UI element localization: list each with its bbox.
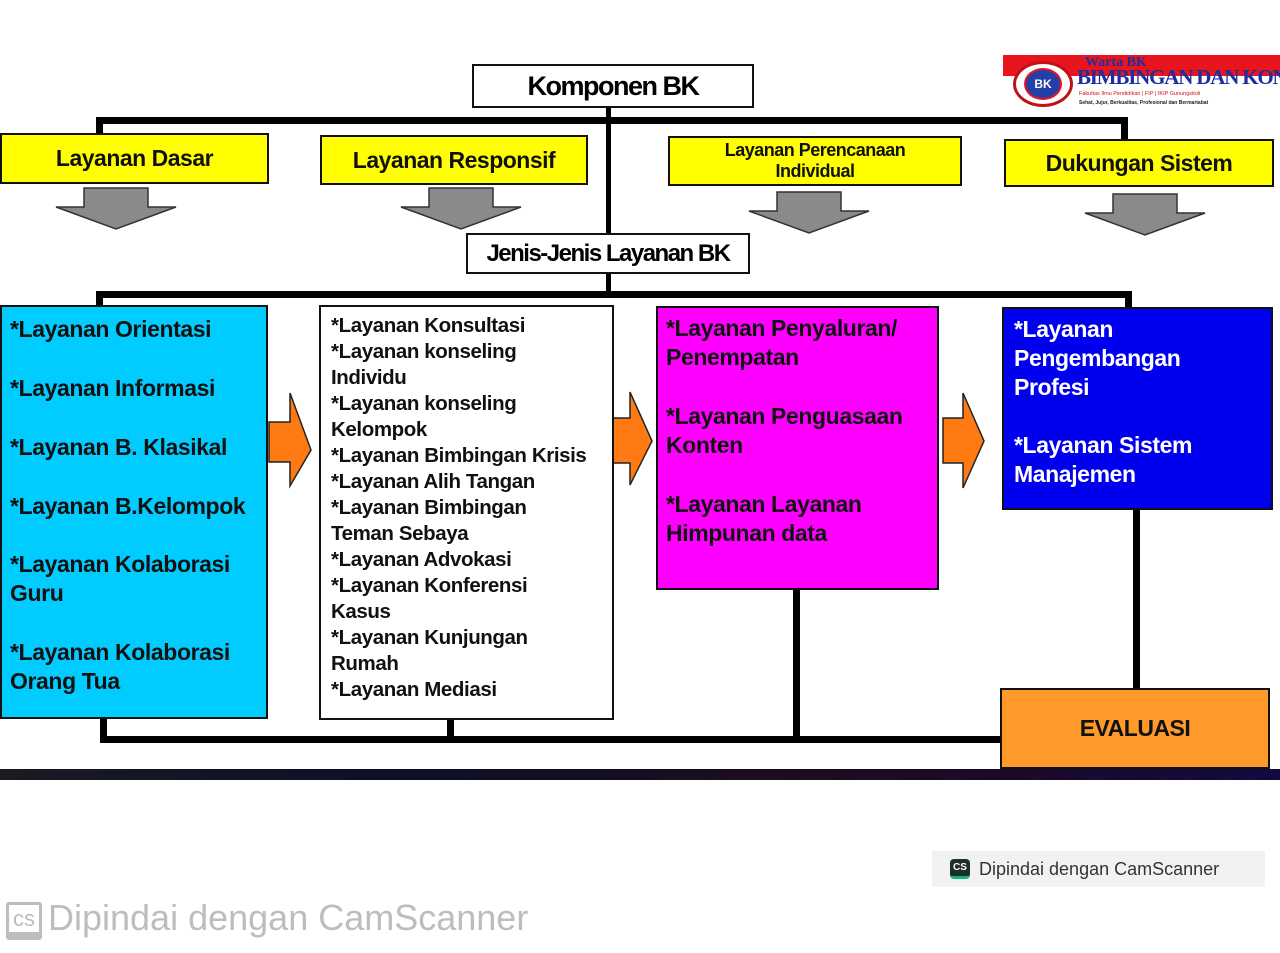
down-arrow-icon (400, 187, 522, 230)
root-title: Komponen BK (527, 70, 700, 101)
top-connector-right-drop (1121, 117, 1128, 139)
service-item: *Layanan Informasi (10, 375, 215, 401)
service-item: *Layanan Kolaborasi Guru (10, 551, 230, 606)
bk-logo-banner: BK Warta BK BIMBINGAN DAN KONSELING Faku… (1003, 55, 1280, 113)
camscanner-icon: CS (950, 859, 970, 879)
service-item: *Layanan Orientasi (10, 316, 212, 342)
bk-emblem-icon: BK (1013, 61, 1073, 107)
top-connector-left-drop (96, 117, 103, 135)
evaluation-drop (1133, 508, 1140, 690)
down-arrow-icon (1084, 193, 1206, 236)
service-item: *Layanan Penguasaan Konten (666, 403, 903, 458)
service-item: *Layanan Kolaborasi Orang Tua (10, 639, 230, 694)
component-layanan-responsif: Layanan Responsif (320, 135, 588, 185)
service-item: *Layanan Advokasi (331, 548, 512, 571)
service-item: *Layanan B.Kelompok (10, 493, 246, 519)
camscanner-watermark: cs Dipindai dengan CamScanner (6, 896, 528, 940)
service-item: *Layanan Bimbingan Teman Sebaya (331, 496, 527, 545)
service-item: *Layanan Layanan Himpunan data (666, 491, 862, 546)
camscanner-watermark-text: Dipindai dengan CamScanner (48, 897, 529, 938)
service-group-dukungan-sistem: *Layanan Pengembangan Profesi *Layanan S… (1002, 307, 1273, 510)
evaluation-label: EVALUASI (1079, 715, 1191, 741)
service-item: *Layanan Konferensi Kasus (331, 574, 528, 623)
camscanner-badge: CS Dipindai dengan CamScanner (932, 851, 1265, 887)
component-label: Dukungan Sistem (1045, 149, 1233, 176)
mid-connector-right-drop (1125, 291, 1132, 309)
mid-connector-horizontal (96, 291, 1132, 298)
evaluation-box: EVALUASI (1000, 688, 1270, 769)
bk-emblem-text: BK (1024, 68, 1062, 100)
logo-tagline: Sehat, Jujur, Berkualitas, Profesional d… (1079, 100, 1209, 106)
service-item: *Layanan Mediasi (331, 678, 497, 701)
root-title-box: Komponen BK (472, 64, 754, 108)
root-stem (606, 106, 611, 234)
component-label: Layanan Dasar (55, 145, 214, 171)
service-item: *Layanan Sistem Manajemen (1014, 432, 1193, 487)
down-arrow-icon (748, 191, 870, 234)
flow-arrow-right-icon (268, 392, 312, 489)
bottom-magenta-drop (793, 588, 800, 742)
logo-subtitle: Fakultas Ilmu Pendidikan | FIP | IKIP Gu… (1079, 91, 1201, 97)
service-group-layanan-dasar: *Layanan Orientasi *Layanan Informasi *L… (0, 305, 268, 719)
bottom-mid-drop (447, 716, 454, 742)
camscanner-badge-text: Dipindai dengan CamScanner (979, 858, 1220, 879)
component-label: Layanan Responsif (352, 146, 556, 173)
service-group-layanan-perencanaan: *Layanan Penyaluran/ Penempatan *Layanan… (656, 306, 939, 590)
logo-title: BIMBINGAN DAN KONSELING (1077, 65, 1280, 89)
service-item: *Layanan konseling Kelompok (331, 392, 517, 441)
bottom-connector-horizontal (100, 736, 1002, 743)
service-group-layanan-responsif: *Layanan Konsultasi *Layanan konseling I… (319, 305, 614, 720)
down-arrow-icon (55, 187, 177, 230)
slide-bottom-strip (0, 769, 1280, 780)
middle-title-box: Jenis-Jenis Layanan BK (466, 233, 750, 274)
service-item: *Layanan B. Klasikal (10, 434, 227, 460)
component-dukungan-sistem: Dukungan Sistem (1004, 139, 1274, 187)
camscanner-watermark-icon: cs (6, 902, 42, 940)
service-item: *Layanan Pengembangan Profesi (1014, 316, 1181, 400)
middle-stem (606, 272, 611, 294)
service-item: *Layanan Kunjungan Rumah (331, 626, 528, 675)
component-label: Layanan Perencanaan Individual (724, 140, 906, 181)
mid-connector-left-drop (96, 291, 103, 307)
service-item: *Layanan Bimbingan Krisis (331, 444, 587, 467)
component-layanan-perencanaan: Layanan Perencanaan Individual (668, 136, 962, 186)
service-item: *Layanan Konsultasi (331, 314, 526, 337)
flow-arrow-right-icon (942, 392, 985, 489)
logo-kicker: Warta BK (1085, 55, 1147, 70)
service-item: *Layanan Alih Tangan (331, 470, 535, 493)
service-item: *Layanan konseling Individu (331, 340, 517, 389)
flow-arrow-right-icon (611, 391, 653, 486)
component-layanan-dasar: Layanan Dasar (0, 133, 269, 184)
middle-title: Jenis-Jenis Layanan BK (486, 239, 731, 267)
bottom-left-drop (100, 716, 107, 742)
service-item: *Layanan Penyaluran/ Penempatan (666, 315, 898, 370)
top-connector-horizontal (100, 117, 1128, 124)
